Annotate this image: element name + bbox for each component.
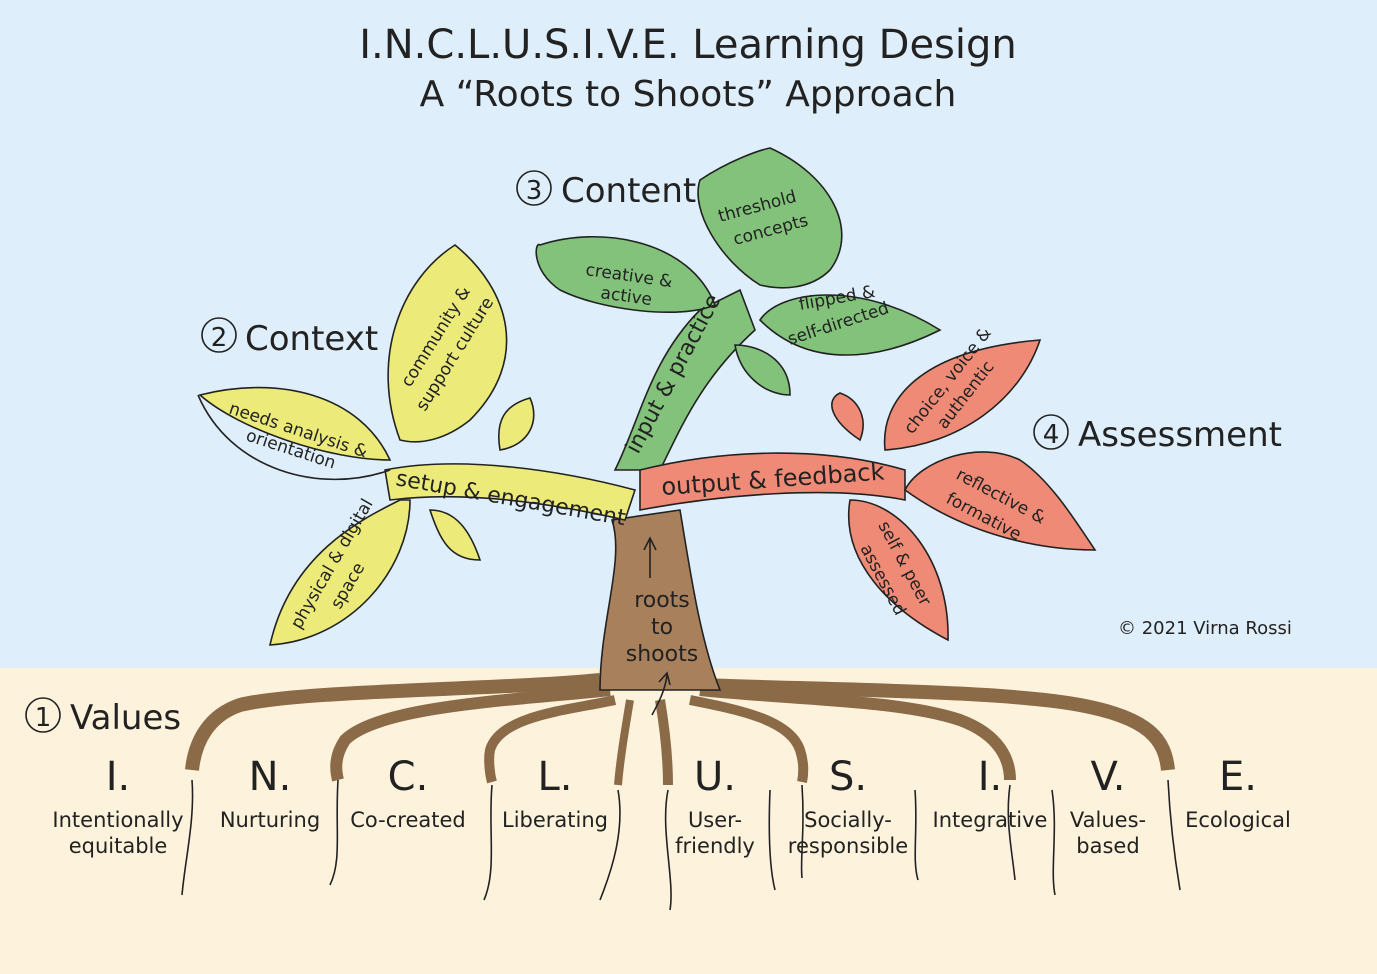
value-label-line2: friendly bbox=[675, 834, 755, 858]
diagram-subtitle: A “Roots to Shoots” Approach bbox=[420, 74, 957, 115]
value-label-line2: responsible bbox=[788, 834, 908, 858]
svg-text:shoots: shoots bbox=[626, 642, 698, 667]
diagram-title: I.N.C.L.U.S.I.V.E. Learning Design bbox=[359, 22, 1017, 68]
svg-text:to: to bbox=[651, 615, 673, 640]
value-letter: I. bbox=[106, 754, 131, 800]
value-label-line2: equitable bbox=[69, 834, 168, 858]
value-letter: N. bbox=[249, 754, 292, 800]
value-label: Liberating bbox=[502, 808, 608, 832]
value-letter: U. bbox=[694, 754, 736, 800]
value-label: Values- bbox=[1070, 808, 1146, 832]
value-label-line2: based bbox=[1076, 834, 1139, 858]
value-label: Co-created bbox=[350, 808, 465, 832]
value-label: Intentionally bbox=[52, 808, 183, 832]
svg-text:Content: Content bbox=[561, 171, 696, 211]
value-letter: L. bbox=[538, 754, 573, 800]
value-label: Socially- bbox=[804, 808, 892, 832]
svg-text:Values: Values bbox=[70, 698, 181, 738]
svg-text:4: 4 bbox=[1043, 420, 1060, 450]
section-values: 1 Values bbox=[26, 698, 181, 738]
value-letter: V. bbox=[1091, 754, 1126, 800]
copyright: © 2021 Virna Rossi bbox=[1118, 618, 1292, 639]
svg-text:1: 1 bbox=[35, 703, 52, 733]
svg-text:2: 2 bbox=[211, 323, 228, 353]
svg-text:roots: roots bbox=[634, 588, 690, 613]
value-label: Nurturing bbox=[220, 808, 320, 832]
value-label: Integrative bbox=[933, 808, 1048, 832]
value-label: Ecological bbox=[1185, 808, 1291, 832]
svg-text:3: 3 bbox=[526, 176, 543, 206]
value-letter: S. bbox=[829, 754, 867, 800]
svg-text:Assessment: Assessment bbox=[1078, 415, 1282, 455]
value-letter: E. bbox=[1219, 754, 1257, 800]
value-letter: C. bbox=[388, 754, 429, 800]
value-label: User- bbox=[688, 808, 742, 832]
value-letter: I. bbox=[978, 754, 1003, 800]
svg-text:Context: Context bbox=[245, 319, 378, 359]
